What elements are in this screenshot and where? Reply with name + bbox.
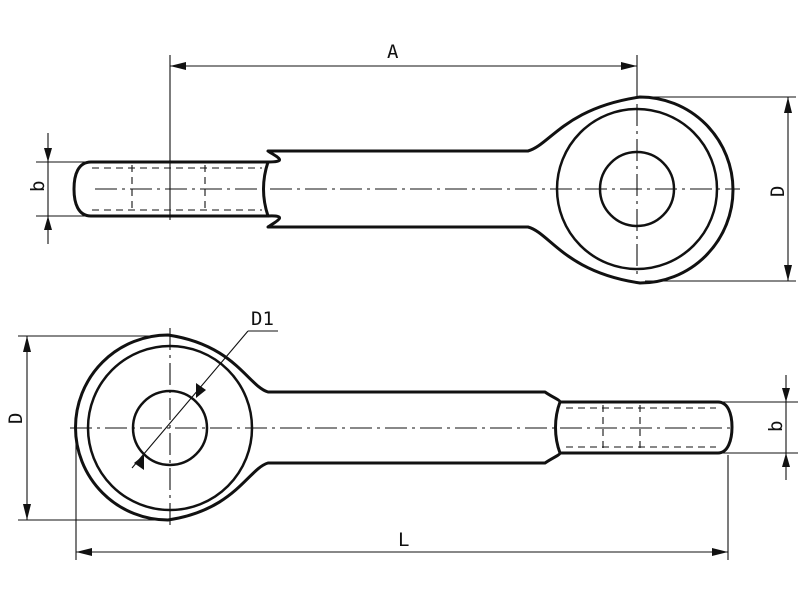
bottom-shank-step <box>554 400 562 455</box>
top-bolt-outline <box>72 95 735 285</box>
dimension-b-top: b <box>27 133 92 244</box>
top-view <box>72 95 740 285</box>
dimension-l: L <box>75 428 729 560</box>
dimension-a: A <box>169 41 638 220</box>
dimension-d-top: D <box>645 96 796 282</box>
bottom-view <box>70 328 734 528</box>
dimension-d-top-label: D <box>767 186 789 197</box>
bottom-bolt-outline <box>74 333 734 522</box>
dimension-d-left: D <box>5 335 168 521</box>
dimension-d1-label: D1 <box>251 308 274 330</box>
dimension-b-bottom-label: b <box>765 421 787 432</box>
dimension-b-top-label: b <box>27 181 49 192</box>
dimension-a-label: A <box>387 41 399 63</box>
dimension-l-label: L <box>398 529 409 551</box>
dimension-b-bottom: b <box>722 375 798 480</box>
dimension-d1: D1 <box>131 308 278 470</box>
dimension-d-left-label: D <box>5 413 27 424</box>
